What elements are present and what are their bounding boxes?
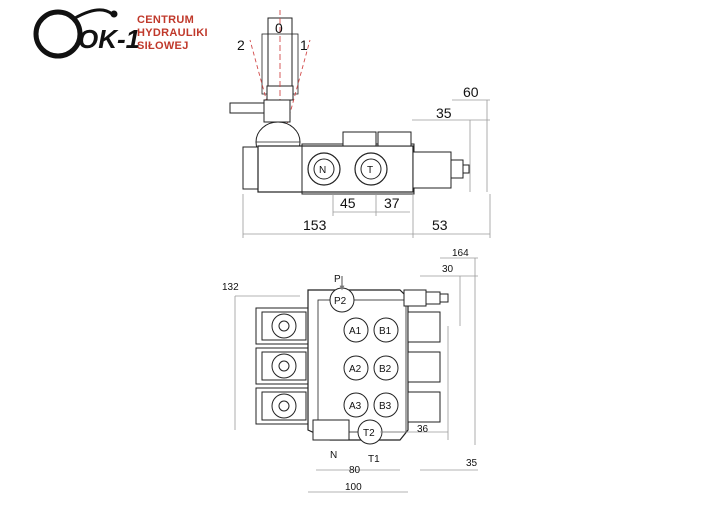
dim-60: 60 xyxy=(463,84,479,100)
logo-line-1: CENTRUM xyxy=(137,14,195,26)
dim-36: 36 xyxy=(417,424,429,435)
bottom-view: P2 P A1 B1 A2 B2 A3 B3 T2 N T1 164 30 13… xyxy=(222,248,478,493)
port-label-b3: B3 xyxy=(379,401,392,412)
lever-position-2: 2 xyxy=(237,37,245,53)
logo-line-2: HYDRAULIKI xyxy=(137,27,208,39)
port-label-b2: B2 xyxy=(379,364,392,375)
company-logo: OK-1 xyxy=(33,8,140,59)
dim-35-bottom: 35 xyxy=(466,458,478,469)
port-label-t2: T2 xyxy=(363,428,375,439)
port-label-a2: A2 xyxy=(349,364,362,375)
port-label-p: P xyxy=(334,274,341,285)
port-label-t1: T1 xyxy=(368,454,380,465)
dim-37: 37 xyxy=(384,195,400,211)
logo-mark: OK-1 xyxy=(78,24,140,54)
top-view: 2 0 1 N T xyxy=(229,10,491,238)
dim-53: 53 xyxy=(432,217,448,233)
port-label-n-top: N xyxy=(319,165,326,176)
dim-45: 45 xyxy=(340,195,356,211)
port-label-t-top: T xyxy=(367,165,373,176)
dim-100: 100 xyxy=(345,482,362,493)
port-label-n: N xyxy=(330,450,337,461)
dim-132: 132 xyxy=(222,282,239,293)
dim-80: 80 xyxy=(349,465,361,476)
logo-wordmark: CENTRUM HYDRAULIKI SIŁOWEJ xyxy=(137,14,208,53)
lever-position-0: 0 xyxy=(275,20,283,36)
port-label-b1: B1 xyxy=(379,326,392,337)
dim-30: 30 xyxy=(442,264,454,275)
dim-164: 164 xyxy=(452,248,469,259)
dim-153: 153 xyxy=(303,217,327,233)
lever-position-1: 1 xyxy=(300,37,308,53)
dim-35-top: 35 xyxy=(436,105,452,121)
logo-line-3: SIŁOWEJ xyxy=(137,40,189,52)
port-label-p2: P2 xyxy=(334,296,347,307)
port-label-a3: A3 xyxy=(349,401,362,412)
port-label-a1: A1 xyxy=(349,326,362,337)
